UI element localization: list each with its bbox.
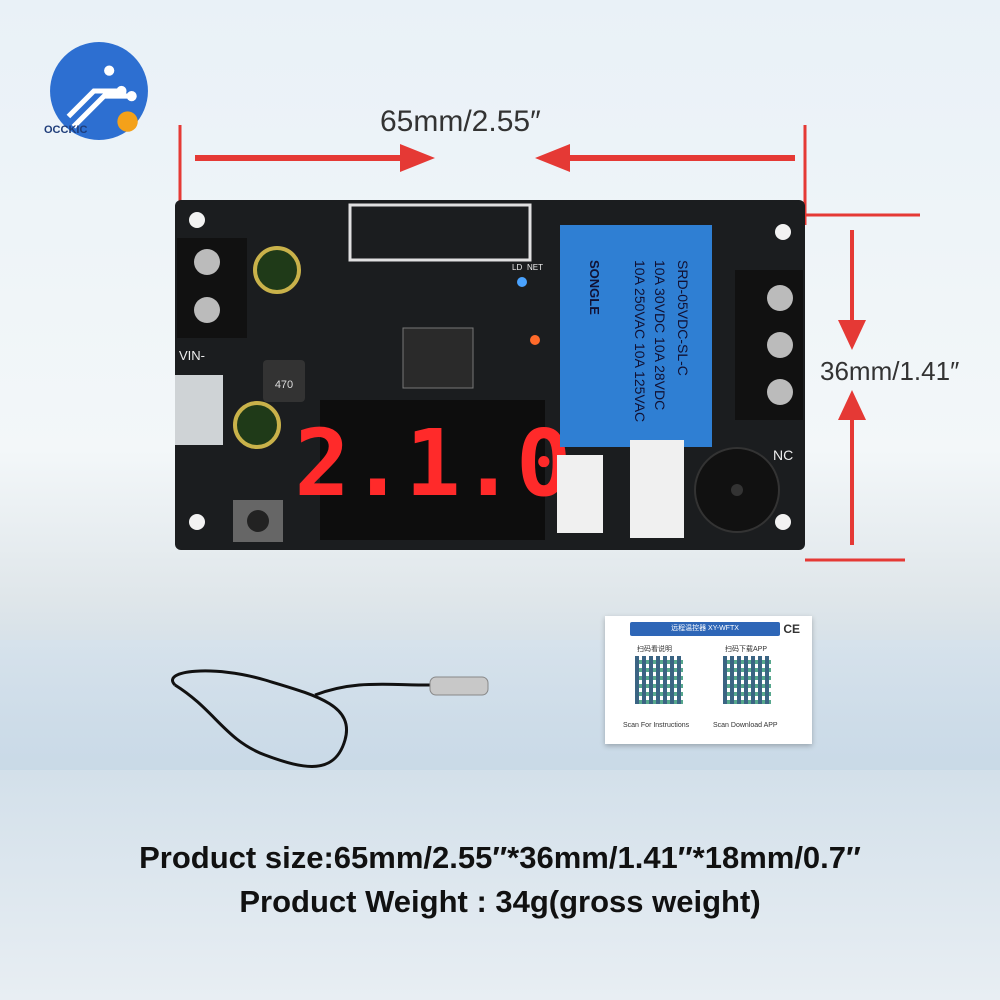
brand-name: OCCKIC bbox=[44, 124, 88, 136]
brand-logo-icon bbox=[50, 42, 148, 140]
height-dimension-label: 36mm/1.41″ bbox=[820, 356, 960, 386]
vin-label: VIN- bbox=[179, 348, 205, 363]
inductor-label: 470 bbox=[275, 379, 293, 391]
card-scan-left-cn: 扫码看说明 bbox=[637, 646, 672, 653]
width-dimension-label: 65mm/2.55″ bbox=[380, 105, 541, 138]
card-header: 远程温控器 XY-WFTX bbox=[630, 622, 780, 636]
card-scan-left-en: Scan For Instructions bbox=[623, 722, 690, 729]
product-weight-text: Product Weight : 34g(gross weight) bbox=[239, 884, 761, 919]
floor-surface bbox=[0, 770, 1000, 1000]
led-label-ld: LD bbox=[512, 263, 522, 272]
relay-brand: SONGLE bbox=[587, 260, 602, 315]
seven-segment-display: 2.1.0 bbox=[295, 410, 572, 517]
card-scan-right-en: Scan Download APP bbox=[713, 722, 778, 729]
qr-code-download-app[interactable] bbox=[723, 656, 771, 704]
card-scan-right-cn: 扫码下载APP bbox=[725, 646, 768, 653]
product-size-text: Product size:65mm/2.55″*36mm/1.41″*18mm/… bbox=[139, 840, 861, 875]
pcb-board: 470 VIN- 2.1.0 SONGLE 10A 250VAC 10A 125… bbox=[175, 200, 805, 550]
temperature-probe bbox=[171, 669, 489, 768]
nc-label: NC bbox=[773, 447, 793, 463]
relay-model: SRD-05VDC-SL-C bbox=[675, 260, 691, 376]
led-label-net: NET bbox=[527, 263, 543, 272]
ce-mark: CE bbox=[783, 622, 800, 636]
qr-code-instructions[interactable] bbox=[635, 656, 683, 704]
display-shelf bbox=[0, 640, 1000, 790]
product-caption: Product size:65mm/2.55″*36mm/1.41″*18mm/… bbox=[0, 836, 1000, 924]
relay-rating-2: 10A 30VDC 10A 28VDC bbox=[652, 260, 668, 410]
relay-rating-1: 10A 250VAC 10A 125VAC bbox=[632, 260, 648, 422]
qr-instruction-card: 远程温控器 XY-WFTX CE 扫码看说明 扫码下载APP Scan For … bbox=[605, 616, 812, 744]
